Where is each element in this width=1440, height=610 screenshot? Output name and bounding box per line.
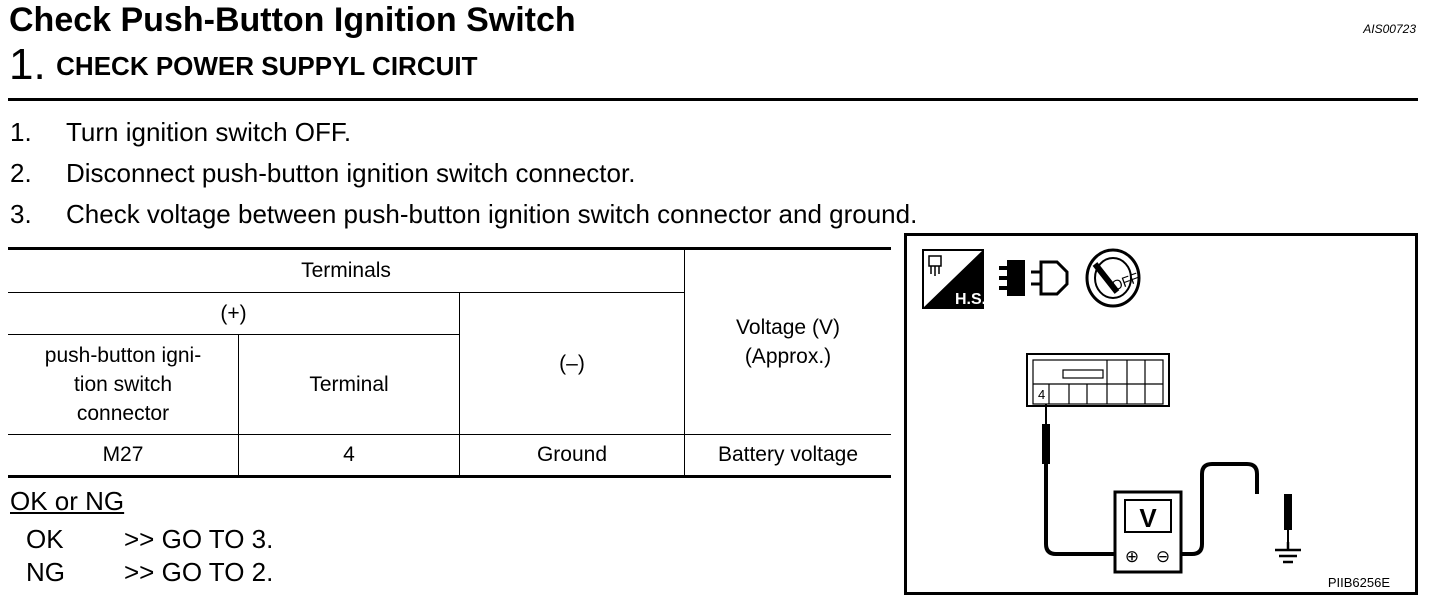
pin-label: 4	[1038, 387, 1045, 402]
connector-cell: M27	[8, 434, 239, 478]
page-title: Check Push-Button Ignition Switch	[9, 1, 576, 39]
terminal-cell: 4	[238, 434, 460, 478]
svg-text:H.S.: H.S.	[955, 291, 986, 308]
ng-label: NG	[26, 557, 65, 587]
ng-action: >> GO TO 2.	[124, 557, 274, 587]
voltmeter: V ⊕ ⊖	[1113, 490, 1183, 574]
instruction-item: 1.Turn ignition switch OFF.	[10, 117, 352, 147]
minus-terminal: ⊖	[1156, 547, 1170, 567]
harness-side-icon: H.S.	[922, 249, 986, 309]
table-row: M27 4 Ground Battery voltage	[8, 434, 891, 478]
terminals-header: Terminals	[8, 247, 685, 293]
voltage-header: Voltage (V) (Approx.)	[684, 247, 891, 435]
ground-icon	[1275, 542, 1301, 564]
meter-label: V	[1139, 503, 1157, 533]
instruction-item: 3.Check voltage between push-button igni…	[10, 199, 918, 229]
ok-label: OK	[26, 524, 64, 554]
connector-disconnect-icon	[999, 260, 1069, 296]
ok-result: OK >> GO TO 3.	[26, 524, 273, 555]
voltage-spec-table: Terminals Voltage (V) (Approx.) (+) (–) …	[8, 247, 891, 478]
ignition-off-icon: OFF	[1085, 248, 1141, 308]
measurement-diagram: H.S. OFF 4	[904, 233, 1418, 595]
diagram-drawing: H.S. OFF 4	[922, 248, 1301, 574]
step-number: 1.	[9, 40, 46, 89]
heading-rule	[8, 98, 1418, 101]
ng-result: NG >> GO TO 2.	[26, 557, 273, 588]
ok-action: >> GO TO 3.	[124, 524, 274, 554]
step-heading: 1. CHECK POWER SUPPYL CIRCUIT	[9, 40, 478, 90]
ok-ng-heading: OK or NG	[10, 486, 125, 516]
instruction-item: 2.Disconnect push-button ignition switch…	[10, 158, 636, 188]
minus-cell: Ground	[459, 434, 685, 478]
plus-terminal: ⊕	[1125, 547, 1139, 567]
voltage-cell: Battery voltage	[684, 434, 891, 478]
document-id: AIS00723	[1363, 22, 1416, 36]
connector-header: push-button igni-tion switch connector	[8, 334, 239, 435]
connector-face: 4	[1026, 353, 1170, 407]
step-title: CHECK POWER SUPPYL CIRCUIT	[56, 51, 478, 81]
minus-header: (–)	[459, 292, 685, 435]
figure-id: PIIB6256E	[1327, 575, 1390, 590]
instruction-list: 1.Turn ignition switch OFF. 2.Disconnect…	[10, 112, 917, 235]
plus-header: (+)	[8, 292, 460, 335]
terminal-header: Terminal	[238, 334, 460, 435]
test-leads	[1042, 404, 1292, 556]
